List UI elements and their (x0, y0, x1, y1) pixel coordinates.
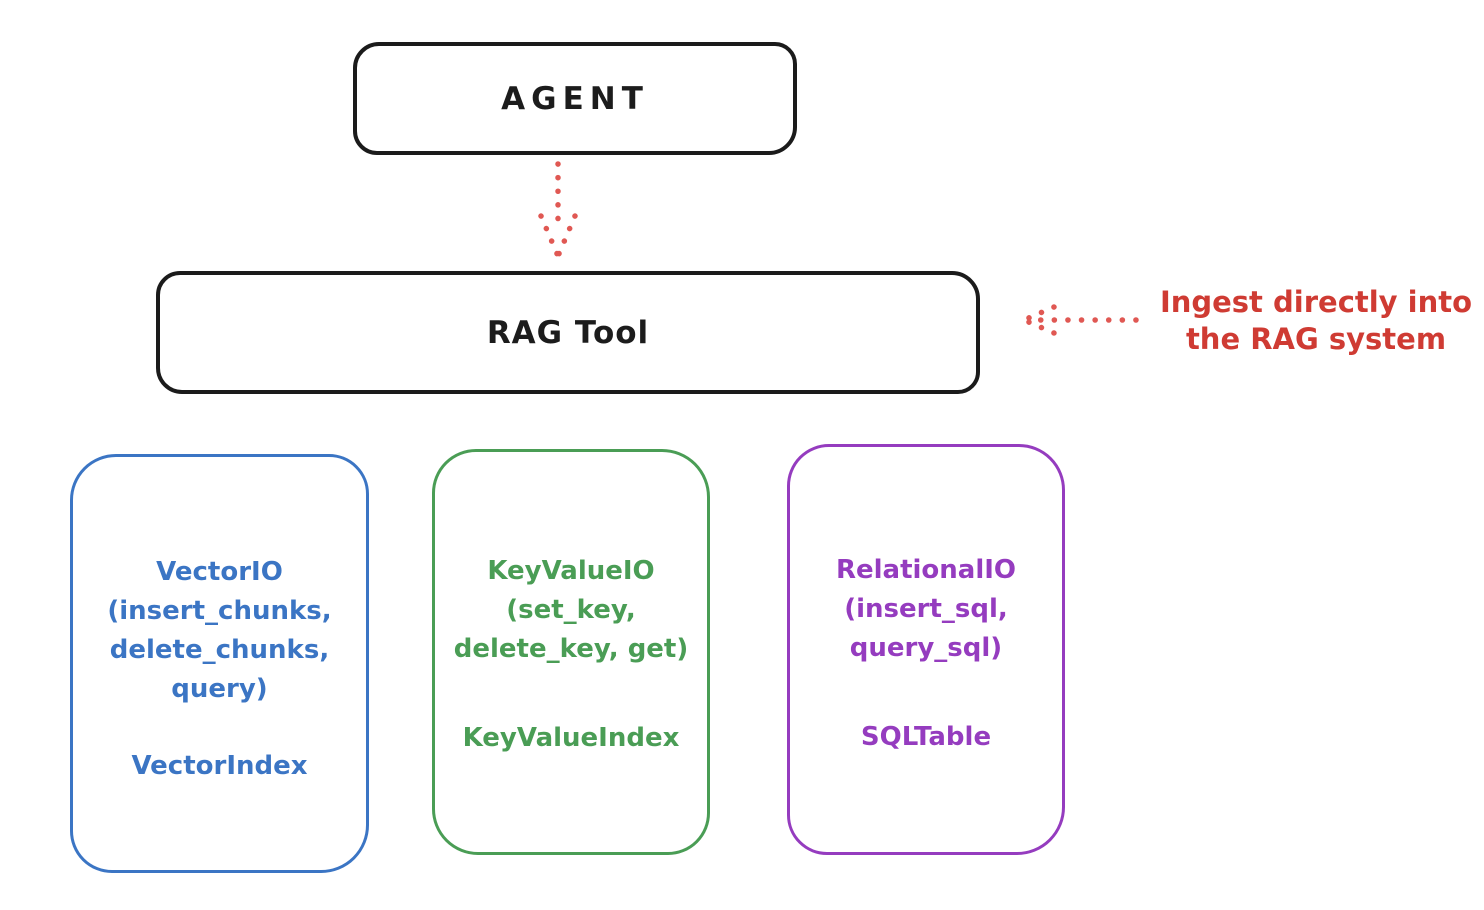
backend-title: KeyValueIO (487, 556, 655, 586)
backend-title: VectorIO (156, 557, 283, 587)
backend-index-label: VectorIndex (131, 751, 308, 781)
ingest-annotation: Ingest directly into the RAG system (1146, 284, 1484, 358)
backend-box-vector-io: VectorIO (insert_chunks, delete_chunks, … (70, 454, 369, 873)
backend-methods-line: (insert_sql, (844, 594, 1008, 624)
backend-index-label: KeyValueIndex (462, 723, 680, 753)
backend-methods-line: delete_chunks, (109, 635, 330, 665)
backend-methods-line: query_sql) (849, 633, 1003, 663)
ingest-annotation-line2: the RAG system (1185, 322, 1447, 356)
agent-to-ragtool-arrow-icon (538, 161, 578, 259)
ragtool-node: RAG Tool (156, 271, 980, 394)
ingest-annotation-line1: Ingest directly into (1159, 285, 1473, 319)
agent-label: AGENT (501, 80, 649, 117)
backend-index-label: SQLTable (860, 722, 992, 752)
backend-title: RelationalIO (835, 555, 1017, 585)
agent-node: AGENT (353, 42, 797, 155)
backend-methods-line: (insert_chunks, (107, 596, 332, 626)
backend-box-relational-io: RelationalIO (insert_sql, query_sql) SQL… (787, 444, 1065, 855)
backend-methods-line: delete_key, get) (453, 634, 689, 664)
ingest-to-ragtool-arrow-icon (1021, 304, 1139, 336)
backend-box-key-value-io: KeyValueIO (set_key, delete_key, get) Ke… (432, 449, 710, 855)
ragtool-label: RAG Tool (486, 314, 650, 351)
backend-methods-line: query) (171, 674, 268, 704)
backend-methods-line: (set_key, (506, 595, 636, 625)
